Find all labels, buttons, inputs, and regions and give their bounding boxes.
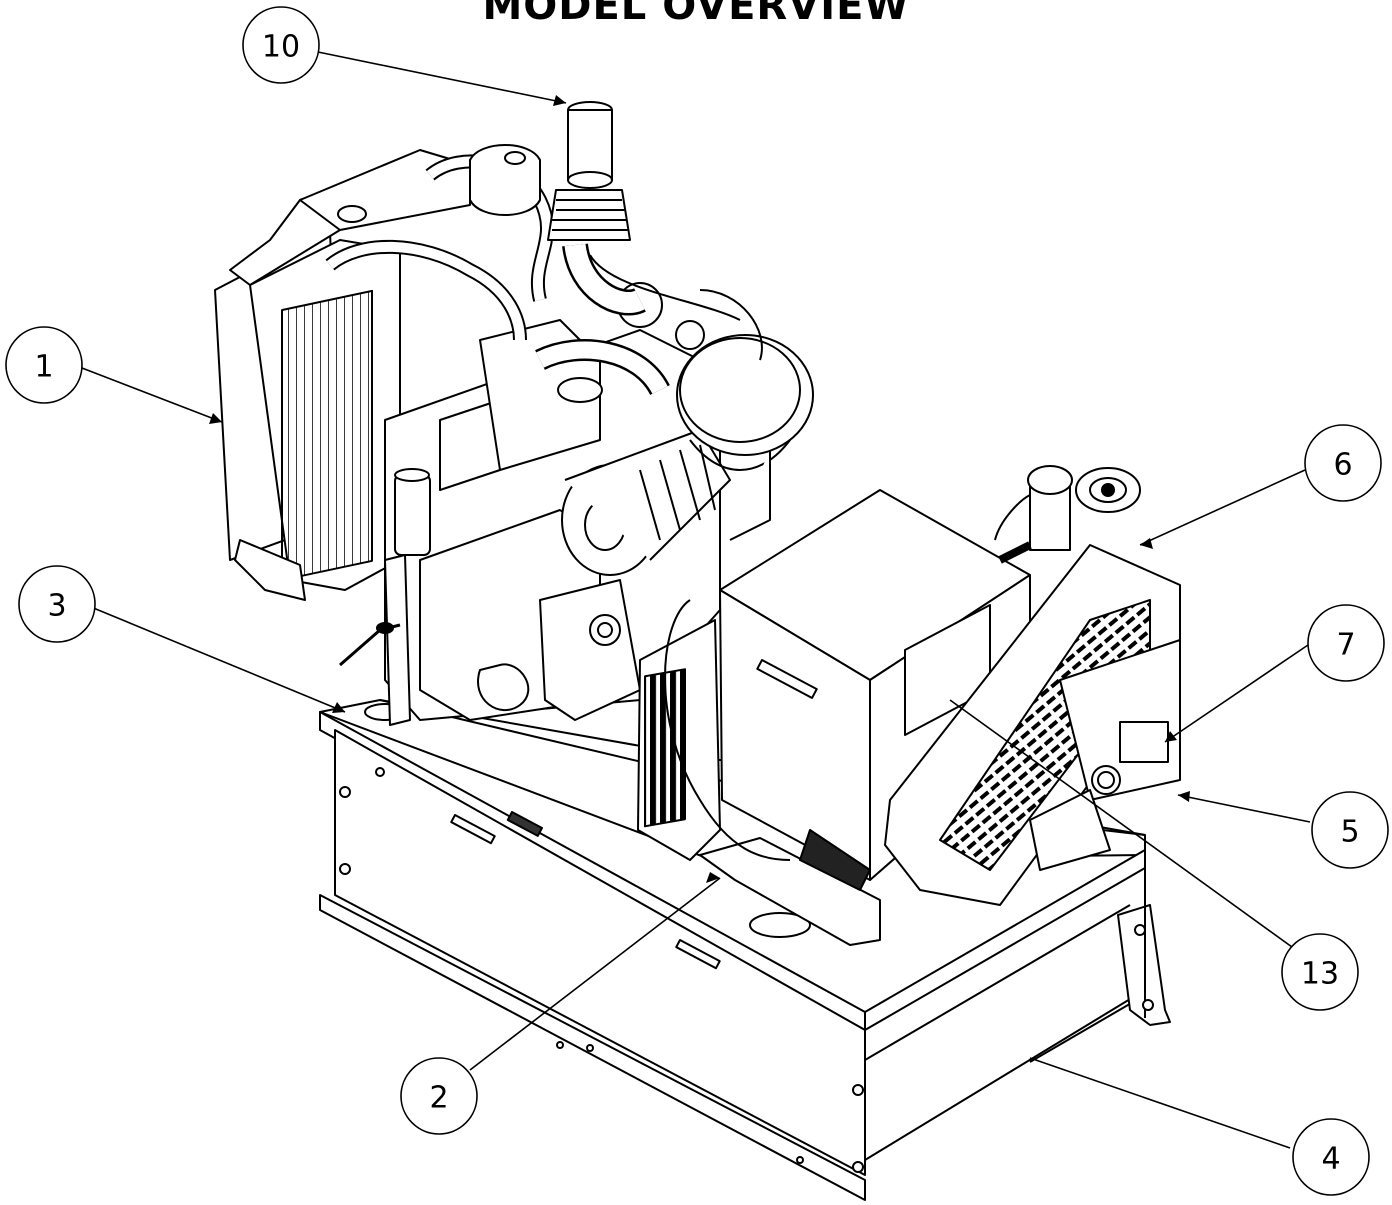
callout-circle-3 [18,565,96,643]
engine-block [325,144,814,726]
callout-circle-10 [242,6,320,84]
generator-housing [637,465,1181,906]
callout-label-1: 1 [34,350,53,385]
page-title: MODEL OVERVIEW [482,0,910,29]
radiator [214,149,471,601]
callout-label-13: 13 [1301,957,1339,992]
callout-label-4: 4 [1321,1142,1340,1177]
exhaust-stack [547,101,646,316]
callout-circle-13 [1281,933,1359,1011]
callout-circle-5 [1311,791,1389,869]
callout-circle-7 [1307,604,1385,682]
callout-label-10: 10 [262,30,300,65]
callout-label-5: 5 [1340,815,1359,850]
callout-label-3: 3 [47,589,66,624]
callout-label-2: 2 [429,1081,448,1116]
callout-label-6: 6 [1333,448,1352,483]
callout-circle-1 [5,326,83,404]
callout-circle-2 [400,1057,478,1135]
callout-circle-4 [1292,1118,1370,1196]
callout-label-7: 7 [1336,628,1355,663]
base-frame [319,699,1171,1201]
callout-circle-6 [1304,424,1382,502]
